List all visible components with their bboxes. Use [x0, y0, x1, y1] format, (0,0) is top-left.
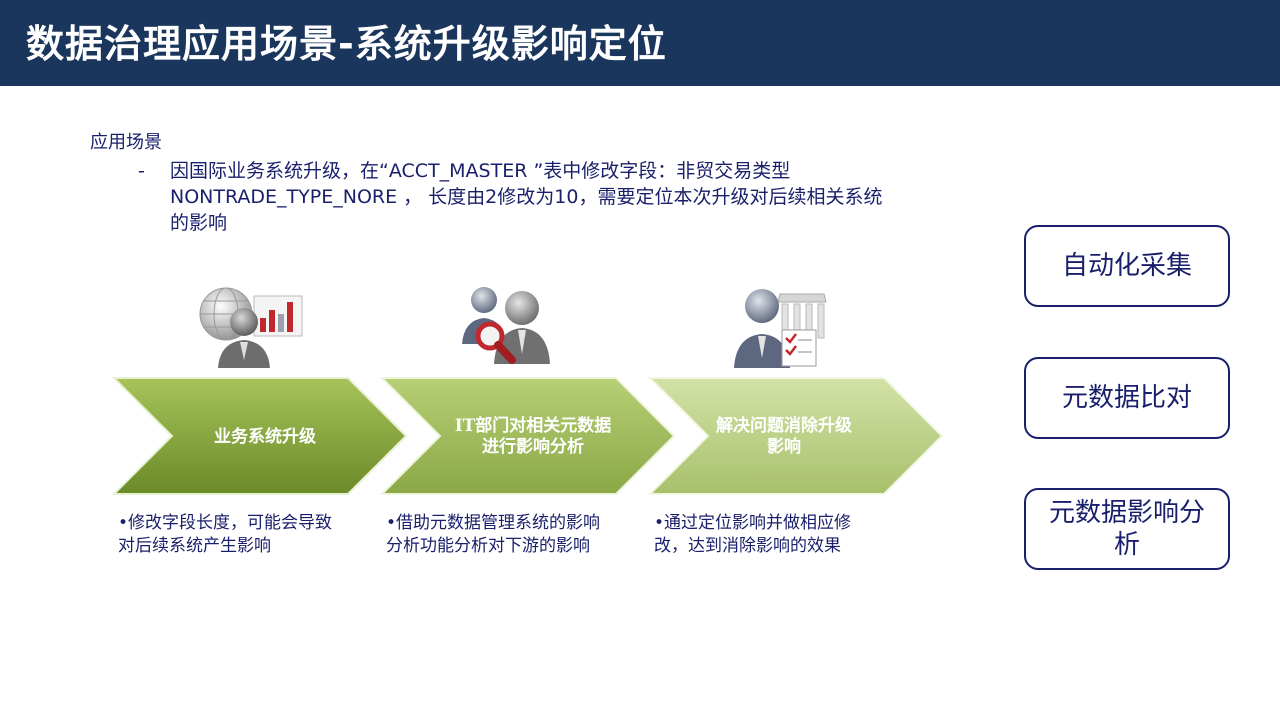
step-label-2: IT部门对相关元数据进行影响分析	[454, 416, 612, 457]
step-arrow-3	[647, 377, 944, 495]
step-note-3: •通过定位影响并做相应修改，达到消除影响的效果	[654, 512, 876, 558]
globe-chart-person-icon	[199, 287, 303, 368]
person-building-checklist-icon	[734, 289, 827, 368]
step-note-text-2: 借助元数据管理系统的影响分析功能分析对下游的影响	[386, 513, 601, 556]
bullet-dot: •	[654, 513, 665, 533]
step-arrow-2	[379, 377, 676, 495]
bullet-dot: •	[386, 513, 397, 533]
scenario-description-block: - 因国际业务系统升级，在“ACCT_MASTER ”表中修改字段：非贸交易类型…	[138, 158, 898, 236]
step-arrow-1	[111, 377, 408, 495]
scenario-heading: 应用场景	[90, 132, 162, 153]
scenario-description: 因国际业务系统升级，在“ACCT_MASTER ”表中修改字段：非贸交易类型 N…	[170, 160, 883, 234]
step-note-text-1: 修改字段长度，可能会导致对后续系统产生影响	[118, 513, 333, 556]
step-label-1: 业务系统升级	[214, 427, 316, 447]
feature-impact-analysis: 元数据影响分析	[1024, 488, 1230, 570]
step-label-3: 解决问题消除升级影响	[716, 416, 852, 457]
bullet-dot: •	[118, 513, 129, 533]
page-title: 数据治理应用场景-系统升级影响定位	[26, 22, 667, 66]
title-bar: 数据治理应用场景-系统升级影响定位	[0, 0, 1280, 86]
feature-metadata-compare: 元数据比对	[1024, 357, 1230, 439]
step-note-text-3: 通过定位影响并做相应修改，达到消除影响的效果	[654, 513, 852, 556]
process-arrows	[111, 377, 944, 495]
list-dash: -	[138, 160, 145, 182]
people-magnifier-icon	[462, 287, 550, 364]
step-note-2: •借助元数据管理系统的影响分析功能分析对下游的影响	[386, 512, 608, 558]
feature-auto-collect: 自动化采集	[1024, 225, 1230, 307]
step-note-1: •修改字段长度，可能会导致对后续系统产生影响	[118, 512, 344, 558]
